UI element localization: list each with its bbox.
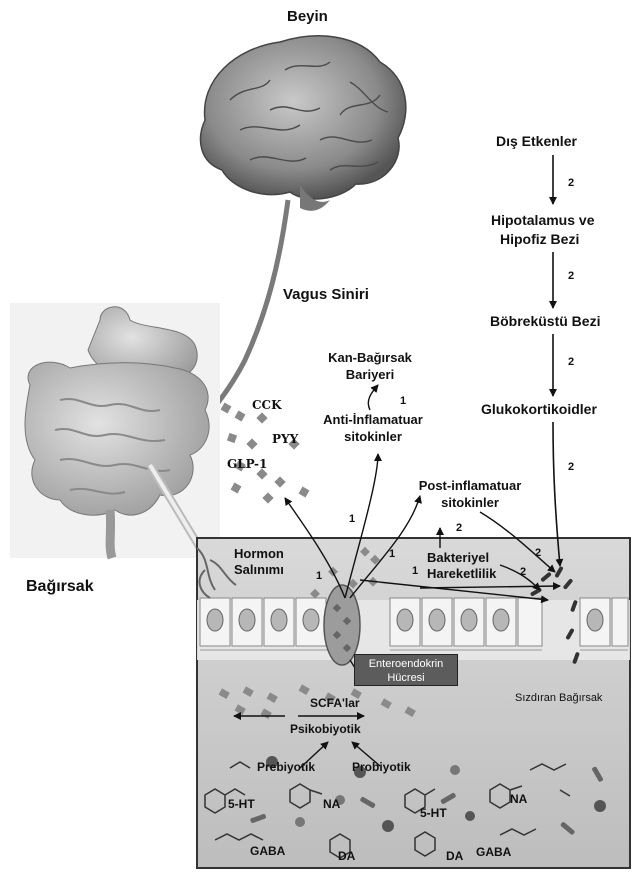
pathway-number-1: 1	[400, 395, 406, 407]
blood-gut-barrier-label-line1: Kan-Bağırsak	[328, 350, 412, 365]
prebiotic-label: Prebiyotik	[257, 760, 315, 774]
external-factors-label: Dış Etkenler	[496, 133, 577, 149]
enteroendocrine-cell-box: Enteroendokrin Hücresi	[354, 654, 458, 686]
adrenal-gland-label: Böbreküstü Bezi	[490, 313, 600, 329]
hormone-particles	[221, 403, 310, 504]
bacterial-motility-label-line2: Hareketlilik	[427, 566, 496, 581]
anti-inflammatory-label-line1: Anti-İnflamatuar	[323, 412, 423, 427]
hypothalamus-label-line1: Hipotalamus ve	[491, 212, 594, 228]
pathway-number-2: 2	[568, 461, 574, 473]
glucocorticoids-label: Glukokortikoidler	[481, 401, 597, 417]
pathway-number-2: 2	[568, 177, 574, 189]
digestive-system-illustration	[10, 303, 220, 558]
pathway-number-2: 2	[568, 356, 574, 368]
gaba-label: GABA	[250, 844, 285, 858]
anti-inflammatory-label-line2: sitokinler	[344, 429, 402, 444]
pathway-number-2: 2	[520, 566, 526, 578]
gut-label: Bağırsak	[26, 578, 94, 596]
dopamine-label: DA	[338, 849, 355, 863]
pathway-number-2: 2	[568, 270, 574, 282]
cck-label: CCK	[252, 398, 282, 412]
pathway-number-1: 1	[316, 570, 322, 582]
serotonin-label: 5-HT	[420, 806, 447, 820]
gaba-label: GABA	[476, 845, 511, 859]
hormone-release-label-line1: Hormon	[234, 546, 284, 561]
pathway-number-1: 1	[349, 513, 355, 525]
noradrenaline-label: NA	[323, 797, 340, 811]
blood-gut-barrier-label-line2: Bariyeri	[346, 367, 394, 382]
pyy-label: PYY	[272, 432, 298, 446]
scfa-label: SCFA'lar	[310, 696, 360, 710]
pathway-number-2: 2	[456, 522, 462, 534]
pathway-number-2: 2	[535, 547, 541, 559]
post-inflammatory-label-line1: Post-inflamatuar	[419, 478, 522, 493]
brain-label: Beyin	[287, 8, 328, 25]
psychobiotic-label: Psikobiyotik	[290, 722, 361, 736]
enteroendocrine-label-line2: Hücresi	[355, 671, 457, 685]
leaky-gut-label: Sızdıran Bağırsak	[515, 692, 602, 704]
brain-illustration	[201, 36, 406, 211]
post-inflammatory-label-line2: sitokinler	[441, 495, 499, 510]
pathway-number-1: 1	[389, 548, 395, 560]
noradrenaline-label: NA	[510, 792, 527, 806]
hormone-release-label-line2: Salınımı	[234, 562, 284, 577]
hypothalamus-label-line2: Hipofiz Bezi	[500, 231, 579, 247]
vagus-nerve-label: Vagus Siniri	[283, 286, 369, 303]
serotonin-label: 5-HT	[228, 797, 255, 811]
bacterial-motility-label-line1: Bakteriyel	[427, 550, 489, 565]
enteroendocrine-label-line1: Enteroendokrin	[355, 657, 457, 671]
probiotic-label: Probiyotik	[352, 760, 411, 774]
pathway-number-1: 1	[412, 565, 418, 577]
dopamine-label: DA	[446, 849, 463, 863]
glp1-label: GLP-1	[227, 457, 267, 471]
